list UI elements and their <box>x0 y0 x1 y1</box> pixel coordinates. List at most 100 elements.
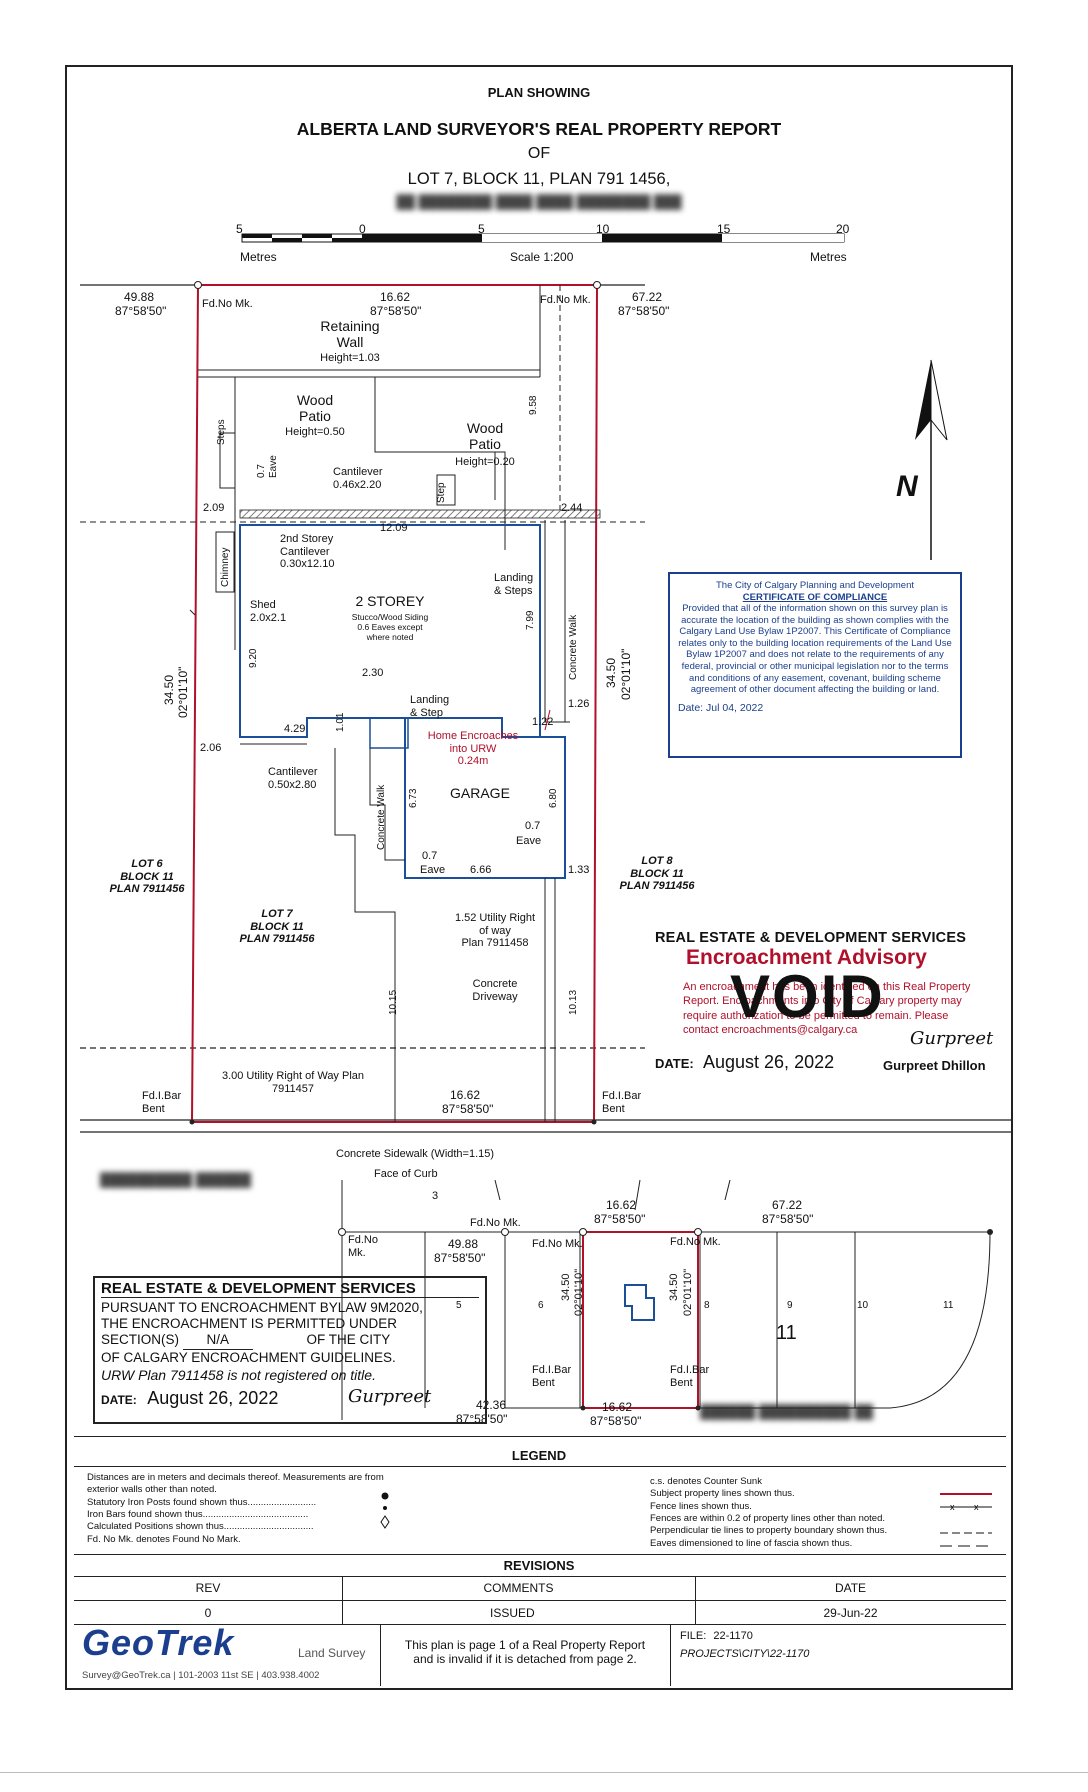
key-bearing-top: 87°58'50" <box>594 1212 646 1226</box>
key-fd-no-mark: Fd.No Mk. <box>532 1238 583 1250</box>
file-path: PROJECTS\CITY\22-1170 <box>680 1648 810 1660</box>
plan-showing-label: PLAN SHOWING <box>487 85 591 100</box>
eave-label: Eave <box>268 455 279 478</box>
steps-label: Steps <box>216 419 227 445</box>
key-side-bearing: 02°01'10" <box>682 1268 694 1316</box>
legend-symbols-left <box>380 1492 390 1529</box>
dim-6-80: 6.80 <box>548 788 559 808</box>
legend-item: Perpendicular tie lines to property boun… <box>650 1525 888 1537</box>
retaining-wall-label: Retaining Wall <box>320 318 380 350</box>
certificate-org: The City of Calgary Planning and Develop… <box>715 580 915 591</box>
legend-item: Eaves dimensioned to line of fascia show… <box>650 1537 853 1549</box>
eave-label: Eave <box>420 864 446 876</box>
cantilever-bottom-label: Cantilever 0.50x2.80 <box>268 766 318 791</box>
lot-7-label: LOT 7 BLOCK 11 PLAN 7911456 <box>239 908 315 946</box>
key-dim-left: 49.88 <box>448 1237 479 1251</box>
legend-item: exterior walls other than noted. <box>87 1484 217 1496</box>
revisions-cell: ISSUED <box>490 1606 535 1620</box>
stamp-title: Encroachment Advisory <box>686 946 927 969</box>
landing-steps-label: Landing & Steps <box>494 572 534 597</box>
revisions-header: COMMENTS <box>483 1581 554 1595</box>
svg-text:x: x <box>974 1502 979 1512</box>
site-plan <box>80 281 1013 1133</box>
dim-2-06: 2.06 <box>200 742 222 754</box>
key-side-dim: 34.50 <box>560 1273 572 1301</box>
key-dim-bot: 16.62 <box>602 1400 633 1414</box>
concrete-walk-label: Concrete Walk <box>568 614 579 680</box>
top-left-bearing: 87°58'50" <box>115 304 167 318</box>
dim-1-33: 1.33 <box>568 864 590 876</box>
dim-1-01: 1.01 <box>335 712 346 732</box>
encroachment-note: Home Encroaches into URW 0.24m <box>427 730 519 768</box>
scale-tick: 10 <box>596 222 610 236</box>
legend-item: Subject property lines shown thus. <box>650 1488 795 1500</box>
legend-item: Fence lines shown thus. <box>650 1500 752 1512</box>
scale-bar <box>241 233 845 243</box>
fd-i-bar-right: Fd.I.Bar Bent <box>602 1090 642 1115</box>
key-dim-right: 67.22 <box>772 1198 803 1212</box>
legal-description: LOT 7, BLOCK 11, PLAN 791 1456, <box>407 170 671 188</box>
lot-6-label: LOT 6 BLOCK 11 PLAN 7911456 <box>109 858 185 896</box>
footer-divider <box>74 1624 1006 1625</box>
certificate-heading: CERTIFICATE OF COMPLIANCE <box>742 591 888 603</box>
top-right-bearing: 87°58'50" <box>618 304 670 318</box>
scale-tick: 15 <box>717 222 731 236</box>
scale-tick: 5 <box>236 222 243 236</box>
stamp-date: August 26, 2022 <box>703 1052 835 1072</box>
driveway-label: Concrete Driveway <box>472 978 518 1003</box>
scale-unit-right: Metres <box>810 250 847 264</box>
fd-no-mark: Fd.No Mk. <box>540 294 591 306</box>
dim-2-44: 2.44 <box>561 502 583 514</box>
key-side-dim: 34.50 <box>668 1273 680 1301</box>
dim-9-20: 9.20 <box>248 648 259 668</box>
legend-divider <box>74 1436 1006 1437</box>
legend-item: Iron Bars found shown thus..............… <box>87 1509 309 1521</box>
key-fd-no-mark: Fd.No Mk. <box>348 1234 378 1259</box>
eave-label: Eave <box>516 835 542 847</box>
reds-section-city: OF THE CITY <box>306 1332 391 1348</box>
legend-title: LEGEND <box>511 1448 567 1463</box>
north-arrow-label: N <box>896 470 918 503</box>
wood-patio-height: Height=0.20 <box>455 456 515 468</box>
urw-bottom-label: 3.00 Utility Right of Way Plan 7911457 <box>221 1070 365 1095</box>
key-lot-number: 11 <box>943 1300 954 1311</box>
utility-row-label: 1.52 Utility Right of way Plan 7911458 <box>454 912 536 950</box>
step-label: Step <box>436 482 447 503</box>
legend-item: Fences are within 0.2 of property lines … <box>650 1513 885 1525</box>
house-label: 2 STOREY <box>355 593 425 609</box>
wood-patio-label: Wood Patio <box>466 420 504 452</box>
key-lot-number: 5 <box>456 1300 462 1311</box>
concrete-walk-label: Concrete Walk <box>376 784 387 850</box>
dim-7-99: 7.99 <box>525 610 536 630</box>
revisions-divider <box>74 1576 1006 1577</box>
left-dim: 34.50 <box>162 674 176 705</box>
void-stamp: VOID <box>730 963 885 1030</box>
stamp-signature: Gurpreet <box>910 1028 994 1049</box>
dim-4-29: 4.29 <box>284 723 306 735</box>
top-mid-bearing: 87°58'50" <box>370 304 422 318</box>
geotrek-logo: GeoTrek <box>82 1622 235 1663</box>
reds-stamp: REAL ESTATE & DEVELOPMENT SERVICES PURSU… <box>93 1276 487 1424</box>
certificate-date: Date: Jul 04, 2022 <box>678 701 764 714</box>
fd-i-bar-left: Fd.I.Bar Bent <box>142 1090 182 1115</box>
fd-no-mark: Fd.No Mk. <box>202 298 253 310</box>
key-lot-number: 10 <box>857 1300 869 1311</box>
key-fd-no-mark: Fd.No Mk. <box>670 1236 721 1248</box>
page-notice: This plan is page 1 of a Real Property R… <box>404 1638 646 1667</box>
reds-line2: THE ENCROACHMENT IS PERMITTED UNDER <box>101 1316 398 1332</box>
scale-tick: 20 <box>836 222 850 236</box>
right-dim: 34.50 <box>604 657 618 688</box>
top-left-dim: 49.88 <box>124 290 155 304</box>
top-right-dim: 67.22 <box>632 290 663 304</box>
dim-6-66: 6.66 <box>470 864 492 876</box>
scale-tick: 0 <box>359 222 366 236</box>
legend-item: Fd. No Mk. denotes Found No Mark. <box>87 1533 241 1545</box>
scan-edge <box>0 1772 1088 1773</box>
dim-2-09: 2.09 <box>203 502 225 514</box>
retaining-wall-height: Height=1.03 <box>320 352 380 364</box>
dim-9-58: 9.58 <box>528 395 539 415</box>
bottom-dim: 16.62 <box>450 1088 481 1102</box>
legend-left: Distances are in meters and decimals the… <box>87 1472 447 1546</box>
key-lot-number: 8 <box>704 1300 710 1311</box>
dim-1-22: 1.22 <box>532 716 554 728</box>
